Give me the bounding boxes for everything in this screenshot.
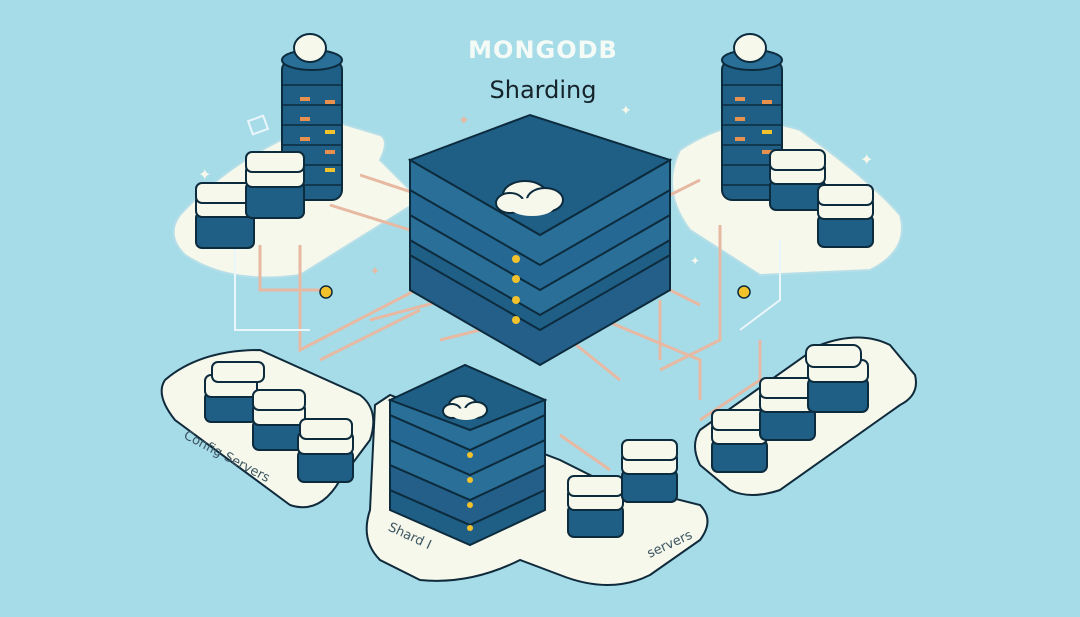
svg-text:✦: ✦: [860, 150, 873, 169]
cables-blue: [234, 240, 781, 331]
config-server-node: [252, 389, 306, 451]
diagram-subtitle: Sharding: [489, 76, 597, 104]
config-server-node: [204, 361, 265, 423]
mongos-router-stack: [407, 113, 673, 367]
router-top: [407, 113, 673, 237]
server-node: [769, 149, 826, 211]
diagram-title: MONGODB: [468, 36, 618, 64]
svg-text:✦: ✦: [690, 254, 700, 268]
cloud-icon: [442, 395, 488, 420]
decorations: ✦ ✦ ✦ ✦ ✦ ✦: [198, 103, 873, 299]
shard-1-stack: [387, 363, 548, 547]
server-node: [621, 439, 678, 503]
cloud-icon: [495, 180, 564, 216]
server-node: [759, 377, 816, 441]
right-tower: [721, 33, 783, 201]
svg-text:✦: ✦: [620, 103, 632, 119]
cables: [258, 173, 762, 472]
config-server-node: [297, 418, 354, 483]
svg-text:✦: ✦: [370, 264, 380, 278]
server-nodes: [195, 149, 874, 538]
svg-text:✦: ✦: [198, 165, 211, 184]
server-node: [195, 182, 255, 249]
server-node: [567, 475, 624, 538]
server-node: [805, 344, 869, 413]
server-node: [245, 151, 305, 219]
server-node: [711, 409, 768, 473]
server-node: [817, 184, 874, 248]
svg-text:✦: ✦: [458, 113, 470, 129]
